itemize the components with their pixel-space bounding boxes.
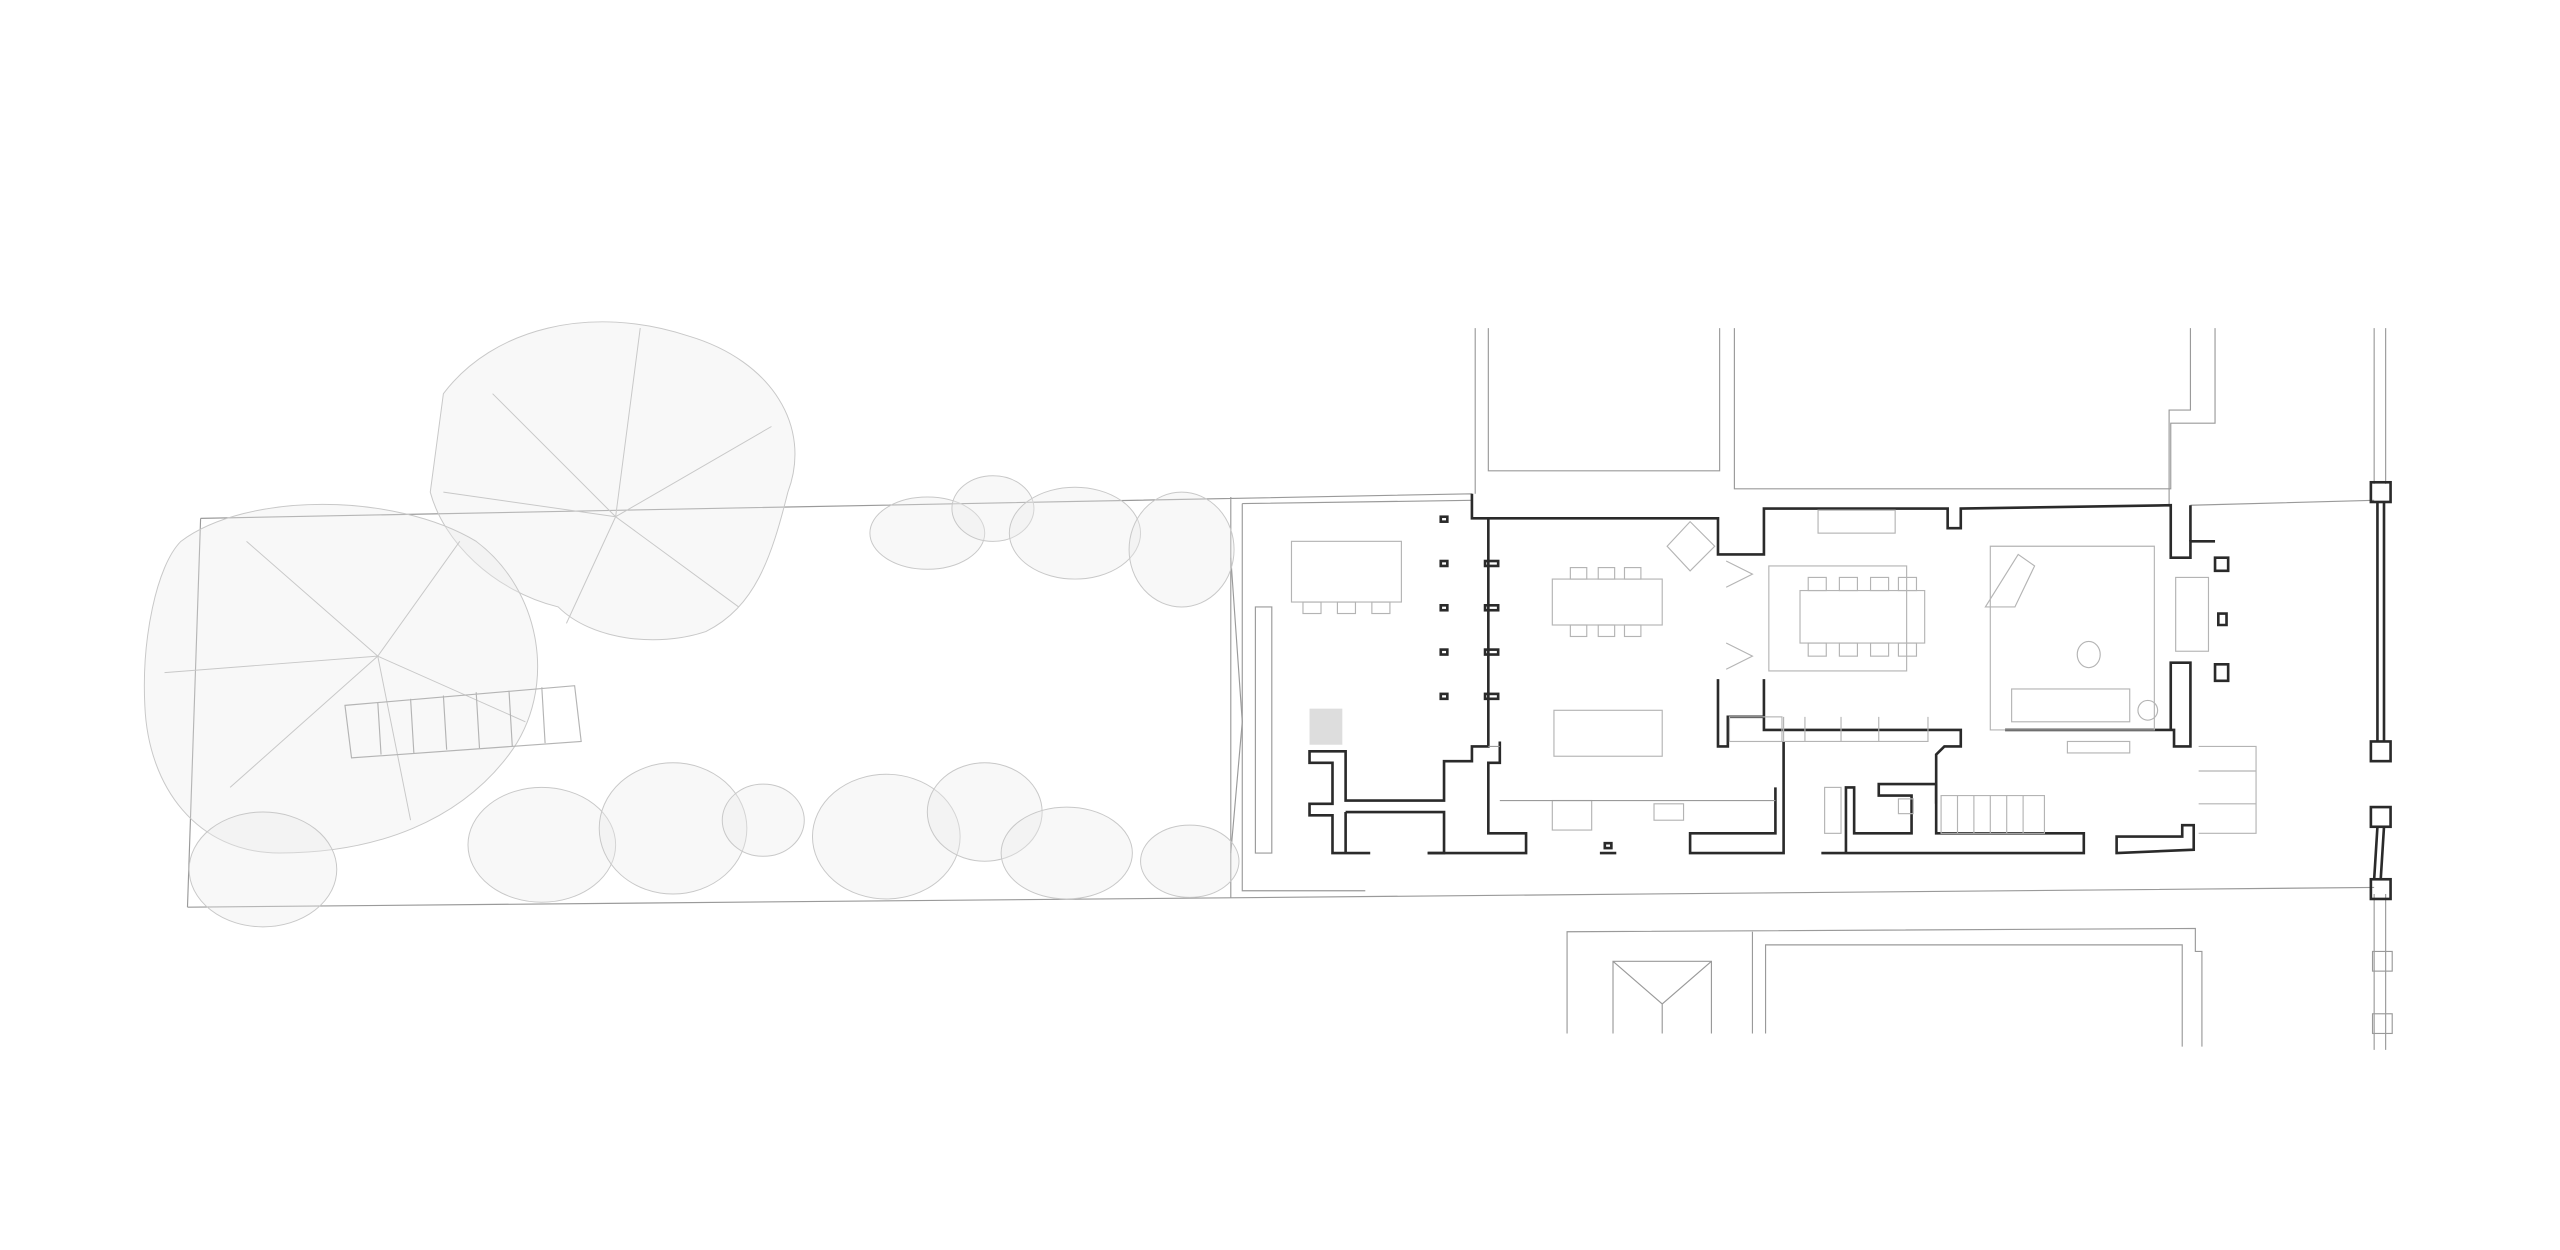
bench (344, 685, 582, 759)
tree-canopy-large (429, 321, 796, 641)
garden-plot (186, 493, 2375, 908)
neighbour-buildings (1474, 328, 2393, 1050)
house-walls (1308, 480, 2392, 901)
shrubs-top (869, 475, 1235, 608)
tree-canopy-left (143, 504, 539, 854)
furniture (1290, 509, 2257, 834)
planter (1309, 708, 1343, 745)
shrubs-bottom (188, 762, 1240, 928)
